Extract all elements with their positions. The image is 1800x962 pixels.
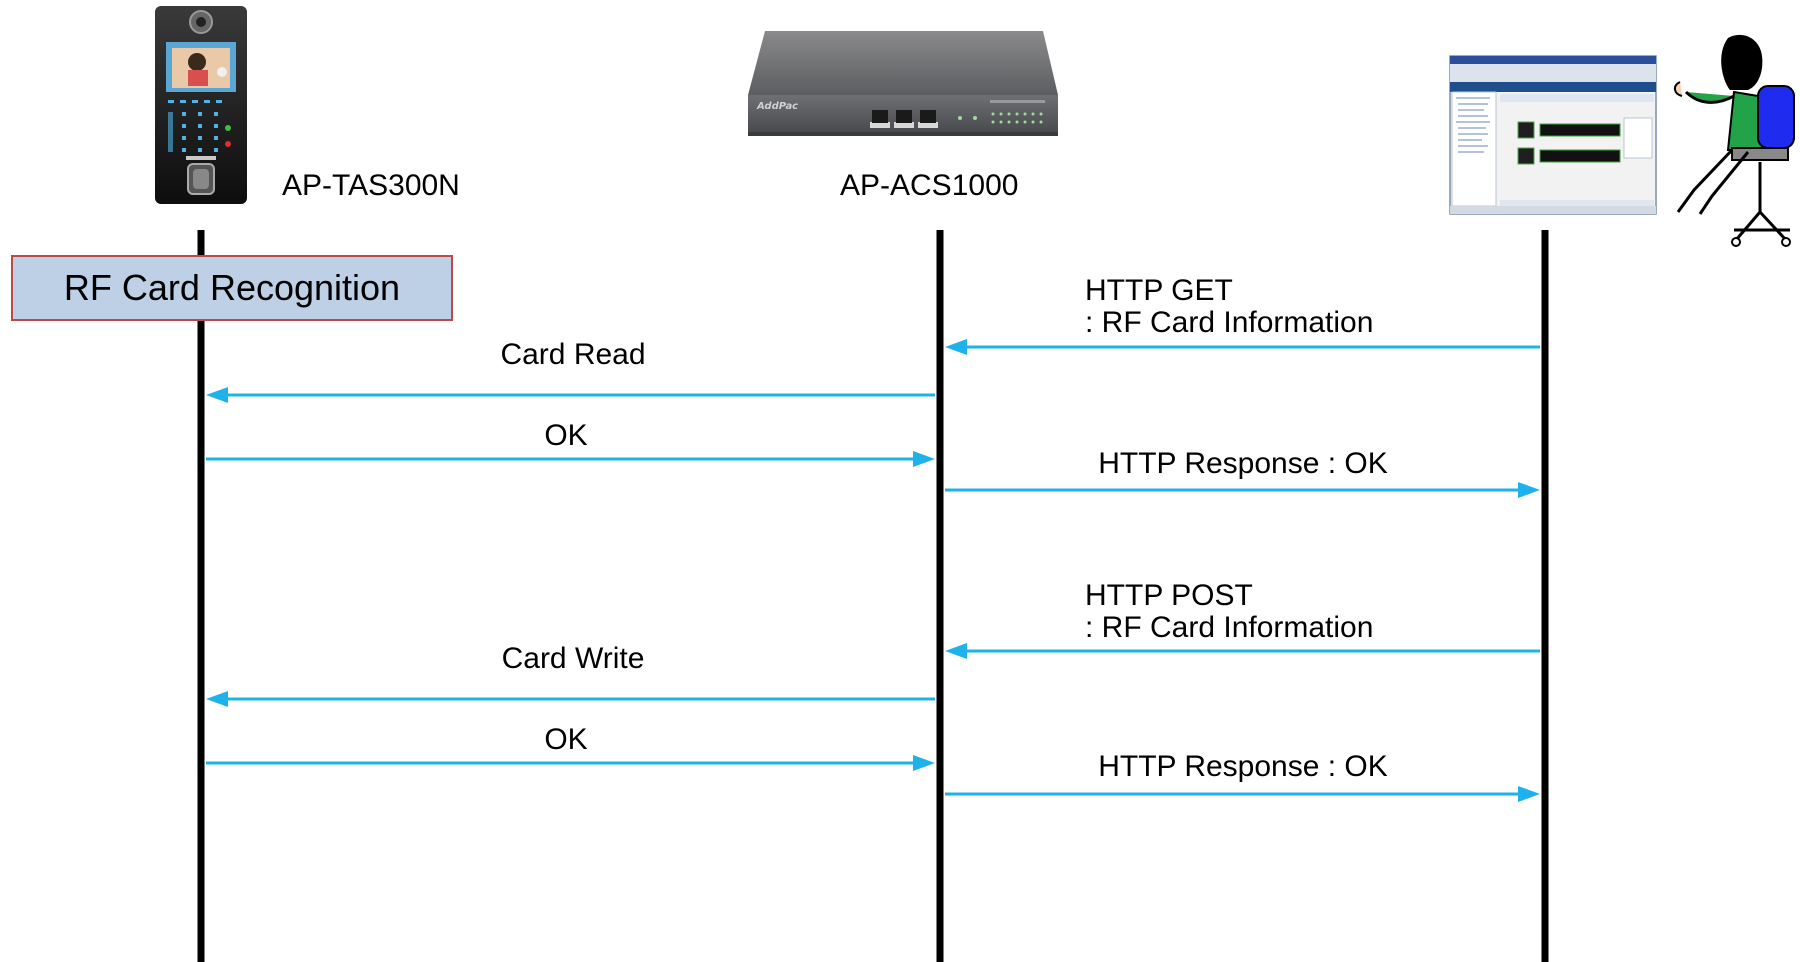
arrow-card-write xyxy=(206,691,935,707)
message-label-ok-1: OK xyxy=(544,419,588,452)
message-label-http-post: HTTP POST : RF Card Information xyxy=(1085,579,1374,644)
rack-access-controller-icon: AddPac xyxy=(748,31,1058,136)
svg-text:AddPac: AddPac xyxy=(756,101,798,112)
fingerprint-terminal-icon xyxy=(155,6,247,204)
arrow-ok-1 xyxy=(206,451,935,467)
arrow-http-response-1 xyxy=(945,482,1540,498)
arrow-ok-2 xyxy=(206,755,935,771)
message-label-card-write: Card Write xyxy=(501,642,645,675)
message-label-card-read: Card Read xyxy=(500,338,646,371)
participant-label-acs: AP-ACS1000 xyxy=(840,169,1019,202)
arrow-http-get xyxy=(945,339,1540,355)
arrow-card-read xyxy=(206,387,935,403)
message-label-http-get: HTTP GET : RF Card Information xyxy=(1085,274,1374,339)
participant-label-tas: AP-TAS300N xyxy=(282,169,460,202)
step-box-label: RF Card Recognition xyxy=(63,267,401,308)
rf-card-recognition-box: RF Card Recognition xyxy=(11,255,453,321)
arrow-http-response-2 xyxy=(945,786,1540,802)
web-manager-screen-and-user-icon xyxy=(1449,34,1795,247)
message-label-http-response-1: HTTP Response : OK xyxy=(1098,447,1388,480)
message-label-ok-2: OK xyxy=(544,723,588,756)
message-arrows xyxy=(206,339,1540,802)
arrow-http-post xyxy=(945,643,1540,659)
message-label-http-response-2: HTTP Response : OK xyxy=(1098,750,1388,783)
